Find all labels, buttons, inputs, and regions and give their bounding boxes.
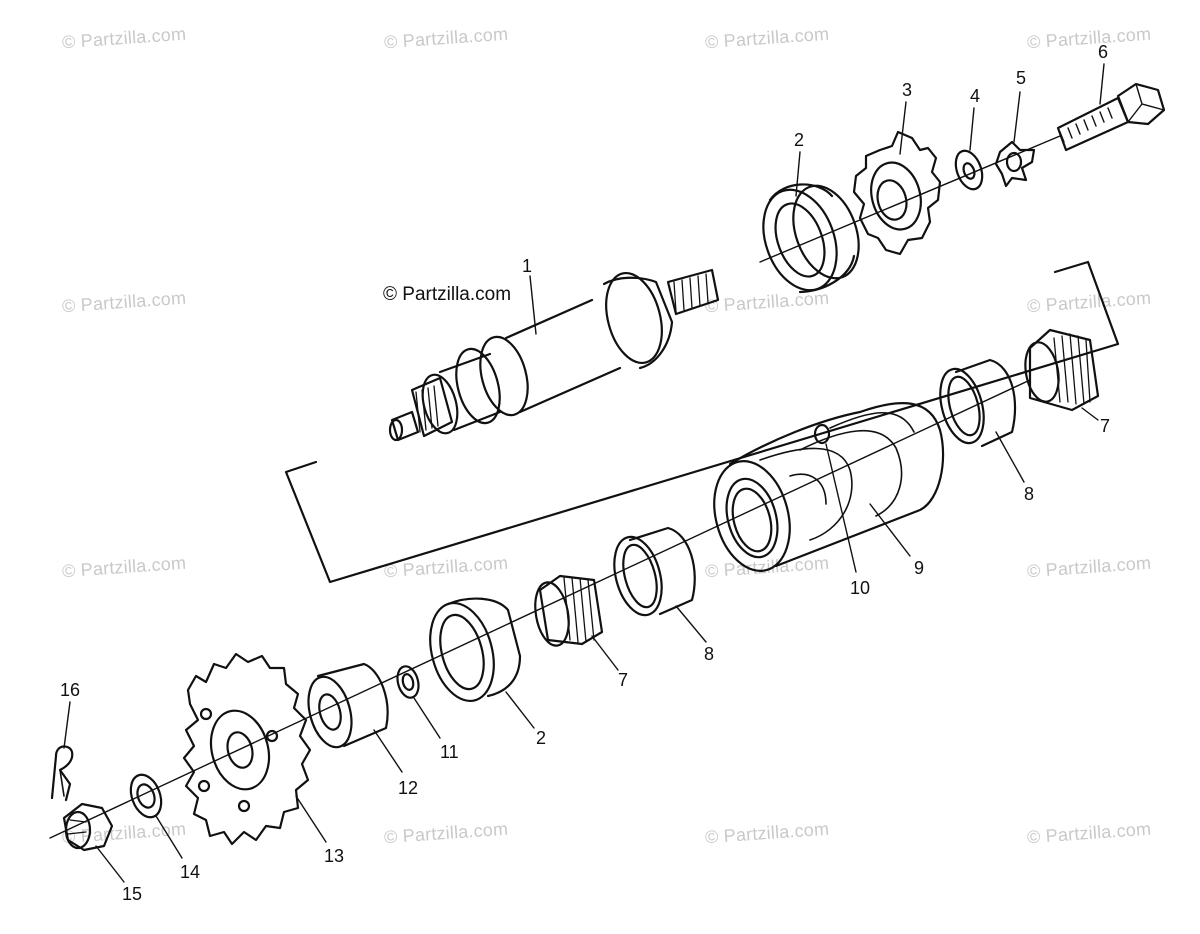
- callout-10: 10: [850, 578, 870, 598]
- leader-lines: [63, 63, 1105, 883]
- callout-16: 16: [60, 680, 80, 700]
- part-8-bearing-cup-lower: [613, 526, 696, 617]
- part-13-large-sprocket: [182, 652, 312, 846]
- part-5-tab-lock: [994, 140, 1036, 188]
- diagram-credit: © Partzilla.com: [383, 284, 512, 305]
- callout-7-lower: 7: [618, 670, 628, 690]
- callout-11: 11: [440, 742, 459, 762]
- callout-15: 15: [122, 884, 142, 904]
- part-2-bearing-upper: [762, 183, 860, 294]
- part-7-roller-bearing-lower: [534, 574, 604, 647]
- callout-12: 12: [398, 778, 418, 798]
- part-1-shaft: [388, 268, 720, 442]
- part-4-washer: [954, 149, 984, 191]
- callout-13: 13: [324, 846, 344, 866]
- callout-5: 5: [1016, 68, 1026, 88]
- part-6-bolt: [1056, 82, 1166, 152]
- callout-8-lower: 8: [704, 644, 714, 664]
- part-9-shift-drum: [713, 402, 945, 572]
- part-2-bearing-lower: [429, 597, 522, 703]
- callout-8-upper: 8: [1024, 484, 1034, 504]
- part-12-spacer: [307, 662, 389, 749]
- callout-14: 14: [180, 862, 200, 882]
- callout-2-lower: 2: [536, 728, 546, 748]
- part-11-washer: [396, 665, 420, 699]
- part-8-bearing-cup-upper: [939, 358, 1017, 448]
- group-bracket: [284, 260, 1120, 584]
- axis-line-lower: [49, 379, 1031, 839]
- callout-2-upper: 2: [794, 130, 804, 150]
- callout-7-upper: 7: [1100, 416, 1110, 436]
- callout-6: 6: [1098, 42, 1108, 62]
- part-7-roller-bearing-upper: [1024, 328, 1100, 412]
- callout-3: 3: [902, 80, 912, 100]
- part-10-pin: [813, 423, 831, 445]
- callout-9: 9: [914, 558, 924, 578]
- axis-line-upper: [759, 135, 1061, 263]
- part-16-cotter-pin: [50, 745, 74, 802]
- part-14-washer: [129, 773, 163, 819]
- part-15-castle-nut: [62, 802, 114, 852]
- callout-1: 1: [522, 256, 532, 276]
- part-3-small-sprocket: [852, 130, 942, 256]
- callout-4: 4: [970, 86, 980, 106]
